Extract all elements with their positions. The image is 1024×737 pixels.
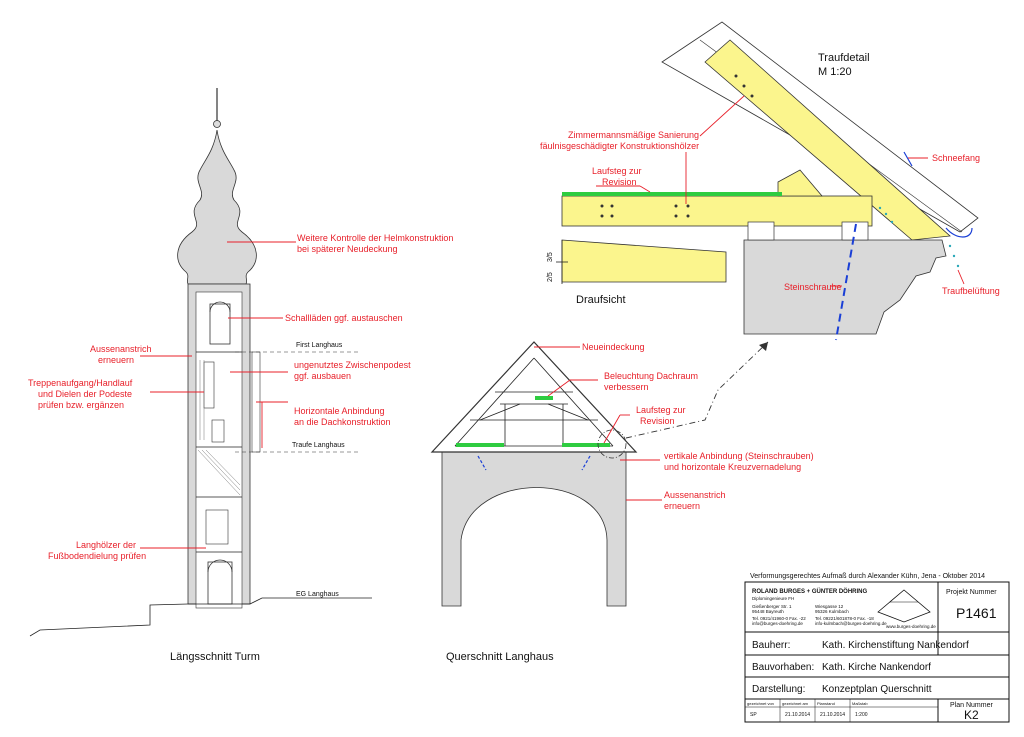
level-eg: EG Langhaus (296, 591, 339, 598)
tb-addr1-1: Gießenberger Str. 1 (752, 604, 792, 609)
wall-head (743, 239, 947, 335)
note-steinschraube: Steinschraube (784, 282, 842, 292)
tb-addr1-4: info@burges-doehring.de (752, 621, 803, 626)
walkway-detail (562, 192, 782, 196)
note-laufsteg-1: Laufsteg zur (636, 405, 686, 415)
note-schall: Schallläden ggf. austauschen (285, 313, 403, 323)
tower-section: First Langhaus Traufe Langhaus EG Langha… (28, 88, 453, 663)
note-treppe-1: Treppenaufgang/Handlauf (28, 378, 133, 388)
note-aussen-2: erneuern (98, 355, 134, 365)
level-first: First Langhaus (296, 342, 343, 349)
note-treppe-3: prüfen bzw. ergänzen (38, 400, 124, 410)
rafter (704, 39, 951, 241)
note-zwischen-2: ggf. ausbauen (294, 371, 351, 381)
note-beleuchtung-1: Beleuchtung Dachraum (604, 371, 698, 381)
tb-plan-label: Plan Nummer (950, 702, 993, 709)
tb-planstand-label: Planstand (817, 701, 835, 706)
tb-addr2-2: 95326 Kulmbach (815, 609, 849, 614)
note-zwischen-1: ungenutztes Zwischenpodest (294, 360, 411, 370)
tb-bauherr-label: Bauherr: (752, 640, 790, 651)
tb-bauvorhaben-label: Bauvorhaben: (752, 662, 814, 673)
note-treppe-2: und Dielen der Podeste (38, 389, 132, 399)
tb-plan-number: K2 (964, 708, 979, 722)
note-horiz-1: Horizontale Anbindung (294, 406, 385, 416)
note-laufsteg-2: Revision (640, 416, 675, 426)
tie-beam (561, 195, 873, 227)
nave-roof (430, 341, 638, 453)
note-beleuchtung-2: verbessern (604, 382, 649, 392)
note-schneefang: Schneefang (932, 153, 980, 163)
dim-d2: 3/5 (547, 252, 554, 262)
nave-section: Neueindeckung Beleuchtung Dachraum verbe… (430, 341, 814, 663)
tb-addr1-3: Tel. 0921/41960-0 Fax. -22 (752, 616, 806, 621)
detail-title-1: Traufdetail (818, 52, 870, 64)
note-zimmer-2: fäulnisgeschädigter Konstruktionshölzer (540, 141, 699, 151)
note-helm-2: bei späterer Neudeckung (297, 244, 398, 254)
firm-logo: www.burges-doehring.de (877, 589, 936, 629)
note-aussen-1: Aussenanstrich (90, 344, 152, 354)
note-helm-1: Weitere Kontrolle der Helmkonstruktion (297, 233, 453, 243)
detail-title-2: M 1:20 (818, 66, 852, 78)
nave-walls (441, 449, 627, 607)
dim-d1: 2/5 (547, 272, 554, 282)
tb-firm-sub: Diplomingenieure FH (752, 596, 794, 601)
tb-addr2-1: Wiesgasse 12 (815, 604, 844, 609)
tb-darstellung: Konzeptplan Querschnitt (822, 684, 932, 695)
note-steg-detail-1: Laufsteg zur (592, 166, 642, 176)
note-neueindeckung: Neueindeckung (582, 342, 645, 352)
tb-bauvorhaben: Kath. Kirche Nankendorf (822, 662, 931, 673)
tb-addr2-3: Tel. 09221/601878-0 Fax. -18 (815, 616, 874, 621)
tb-gez-am-label: gezeichnet am (782, 701, 809, 706)
tb-darstellung-label: Darstellung: (752, 684, 805, 695)
tb-gez-von: SP (750, 712, 757, 718)
tb-planstand: 21.10.2014 (820, 712, 845, 718)
note-aussen-nave-1: Aussenanstrich (664, 490, 726, 500)
note-steg-detail-2: Revision (602, 177, 637, 187)
note-traufbelueftung: Traufbelüftung (942, 286, 1000, 296)
tb-web: www.burges-doehring.de (886, 624, 936, 629)
eaves-detail: 2/5 3/5 Draufsicht Traufdetail M 1:20 Zi… (540, 21, 1000, 341)
caption-nave: Querschnitt Langhaus (446, 651, 554, 663)
helm-cupola (177, 129, 257, 285)
tb-addr2-4: info-kulmbach@burges-doehring.de (815, 621, 887, 626)
tb-gez-von-label: gezeichnet von (747, 701, 774, 706)
note-zimmer-1: Zimmermannsmäßige Sanierung (568, 130, 699, 140)
tb-massstab: 1:200 (855, 712, 868, 718)
note-lang-1: Langhölzer der (76, 540, 136, 550)
tb-addr1-2: 95448 Bayreuth (752, 609, 784, 614)
tb-gez-am: 21.10.2014 (785, 712, 810, 718)
note-horiz-2: an die Dachkonstruktion (294, 417, 391, 427)
tb-project-label: Projekt Nummer (946, 589, 997, 596)
draufsicht-label: Draufsicht (576, 294, 626, 306)
note-lang-2: Fußbodendielung prüfen (48, 551, 146, 561)
title-block: Verformungsgerechtes Aufmaß durch Alexan… (744, 573, 1010, 723)
tb-survey: Verformungsgerechtes Aufmaß durch Alexan… (750, 573, 985, 580)
tb-firm: ROLAND BURGES + GÜNTER DÖHRING (752, 588, 868, 595)
note-vertikal-2: und horizontale Kreuzvernadelung (664, 462, 801, 472)
walkway-right (562, 443, 610, 447)
walkway-left (456, 443, 504, 447)
tb-bauherr: Kath. Kirchenstiftung Nankendorf (822, 640, 969, 651)
ceiling-beam (561, 239, 727, 283)
note-vertikal-1: vertikale Anbindung (Steinschrauben) (664, 451, 814, 461)
light-fixture (535, 396, 553, 400)
level-traufe: Traufe Langhaus (292, 442, 345, 449)
note-aussen-nave-2: erneuern (664, 501, 700, 511)
tb-massstab-label: Maßstab (852, 701, 868, 706)
caption-tower: Längsschnitt Turm (170, 651, 260, 663)
tb-project-number: P1461 (956, 605, 997, 621)
